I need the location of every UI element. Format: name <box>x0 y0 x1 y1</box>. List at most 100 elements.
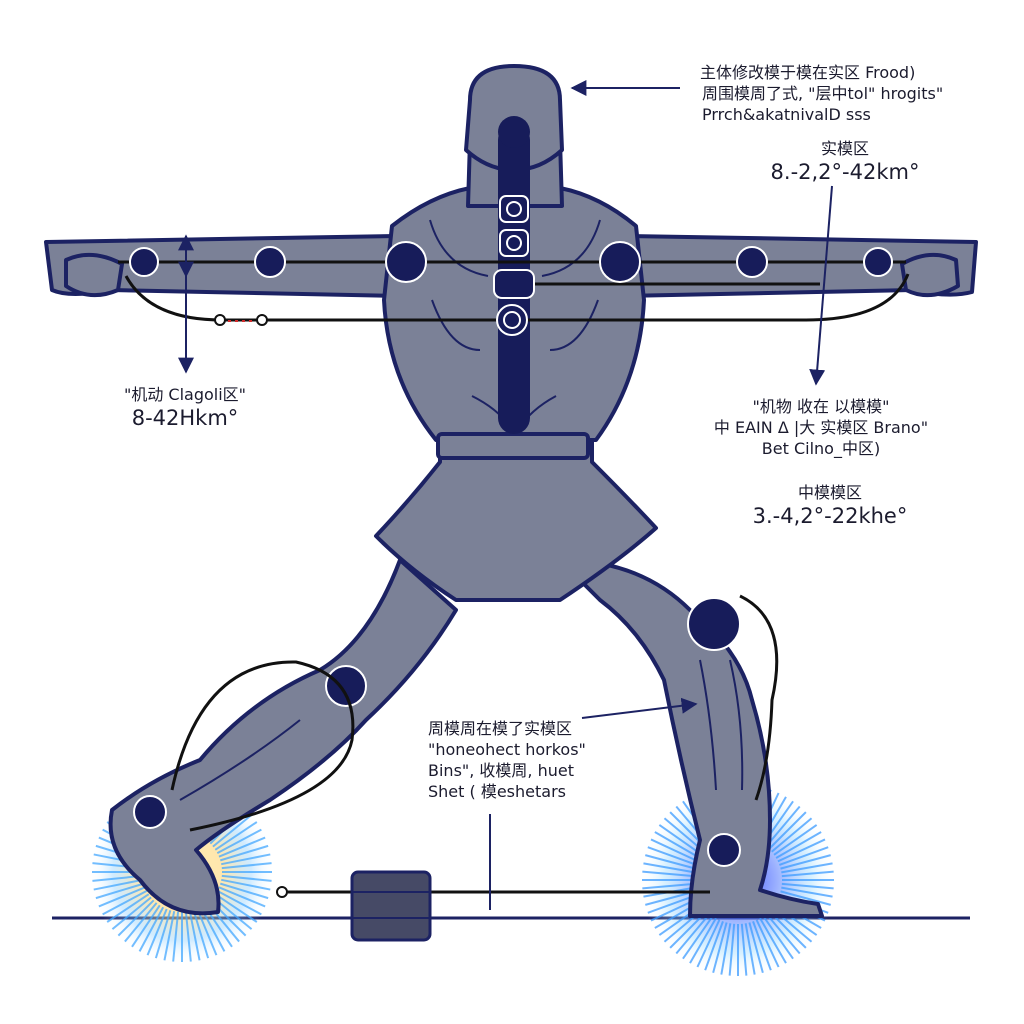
arm-cables <box>118 260 910 322</box>
glow-ray <box>95 882 145 900</box>
sensor-knee-right <box>687 597 741 651</box>
belt <box>436 432 590 460</box>
glow-ray <box>650 838 699 863</box>
label-right-middle: "机物 收在 以模模" 中 EAIN Δ |大 实模区 Brano" Bet C… <box>706 396 936 459</box>
glow-ray <box>214 893 258 923</box>
sensor-right-shoulder <box>599 241 641 283</box>
glow-ray <box>106 893 150 923</box>
glow-ray <box>781 870 834 878</box>
label-right-metric: 中模模区 3.-4,2°-22khe° <box>740 482 920 529</box>
glow-ray <box>781 862 833 874</box>
sensor-right-elbow <box>736 246 768 278</box>
right-metric-name: 中模模区 <box>797 483 862 502</box>
lower-center-line2: "honeohect horkos" <box>428 740 586 759</box>
spine-sensors <box>493 195 535 336</box>
glow-ray <box>163 911 176 961</box>
sensor-ankle-right <box>707 833 741 867</box>
upper-right-metric-value: 8.-2,2°-42km° <box>770 160 920 184</box>
hips <box>374 438 658 602</box>
glow-ray <box>221 853 271 866</box>
glow-ray <box>111 896 152 930</box>
glow-ray <box>748 922 764 973</box>
floor-weight <box>276 870 710 942</box>
sensor-left-elbow <box>254 246 286 278</box>
glow-ray <box>218 836 266 858</box>
glow-ray <box>682 915 714 960</box>
glow-ray <box>777 838 826 863</box>
glow-ray <box>744 923 756 975</box>
glow-ray <box>146 908 168 956</box>
right-middle-line2: 中 EAIN Δ |大 实模区 Brano" <box>713 418 929 437</box>
glow-ray <box>221 878 271 891</box>
glow-ray <box>221 862 272 870</box>
glow-ray <box>216 828 262 855</box>
glow-ray <box>712 922 728 973</box>
glow-ray <box>642 870 695 878</box>
lower-center-line4: Shet ( 模eshetars <box>428 782 566 801</box>
glow-ray <box>643 862 695 874</box>
glow-ray <box>642 882 695 890</box>
glow-ray <box>219 882 269 900</box>
glow-ray <box>219 844 269 862</box>
glow-ray <box>720 923 732 975</box>
glow-ray <box>654 831 701 859</box>
glow-ray <box>781 886 833 898</box>
glow-ray <box>192 909 210 959</box>
left-metric-value: 8-42Hkm° <box>131 406 239 430</box>
label-top-right-line2: 周围模周了式, "层中tol" hrogits" <box>702 84 944 103</box>
glow-ray <box>647 846 697 866</box>
glow-ray <box>752 921 772 971</box>
label-upper-right-metric: 实模区 8.-2,2°-42km° <box>760 138 930 185</box>
glow-ray <box>645 854 696 870</box>
glow-ray <box>765 913 801 955</box>
glow-ray <box>781 882 834 890</box>
left-leg <box>108 558 458 916</box>
glow-ray <box>755 919 780 968</box>
leg-cables <box>170 594 779 832</box>
glow-ray <box>658 824 703 856</box>
glow-ray <box>172 911 180 962</box>
sensor-left-shoulder <box>385 241 427 283</box>
lower-center-line3: Bins", 收模周, huet <box>428 761 575 780</box>
glow-ray <box>675 913 711 955</box>
sensors <box>129 241 893 867</box>
right-metric-value: 3.-4,2°-22khe° <box>752 504 908 528</box>
left-hand <box>64 252 124 298</box>
right-middle-line3: Bet Cilno_中区) <box>761 439 881 458</box>
glow-ray <box>647 894 697 914</box>
glow-ray <box>762 915 794 960</box>
glow-ray <box>154 909 172 959</box>
glow-ray <box>780 854 831 870</box>
right-middle-line1: "机物 收在 以模模" <box>752 397 890 416</box>
upper-right-metric-name: 实模区 <box>820 139 869 158</box>
glow-ray <box>98 886 146 908</box>
glow-ray <box>728 923 736 976</box>
label-lower-center: 周模周在模了实模区 "honeohect horkos" Bins", 收模周,… <box>428 718 586 802</box>
glow-ray <box>93 878 143 891</box>
glow-ray <box>775 831 822 859</box>
glow-ray <box>779 846 829 866</box>
glow-ray <box>124 902 158 943</box>
glow-ray <box>771 817 813 853</box>
glow-ray <box>765 805 801 847</box>
label-top-right-line3: Prrch&akatnivalD sss <box>702 105 871 124</box>
glow-ray <box>689 917 717 964</box>
glow-ray <box>773 824 818 856</box>
glow-ray <box>780 890 831 906</box>
sensor-right-hand <box>863 247 893 277</box>
glow-ray <box>216 889 262 916</box>
glow-ray <box>188 911 201 961</box>
label-left-metric: "机动 Clagoli区" 8-42Hkm° <box>100 384 270 431</box>
glow-ray <box>184 911 192 962</box>
glow-ray <box>704 921 724 971</box>
glow-ray <box>696 919 721 968</box>
right-hand <box>900 252 960 298</box>
glow-ray <box>131 904 161 948</box>
glow-ray <box>645 890 696 906</box>
glow-ray <box>117 899 155 937</box>
glow-ray <box>102 889 148 916</box>
sensor-knee-left <box>325 665 367 707</box>
glow-ray <box>740 923 748 976</box>
glow-ray <box>212 814 253 848</box>
